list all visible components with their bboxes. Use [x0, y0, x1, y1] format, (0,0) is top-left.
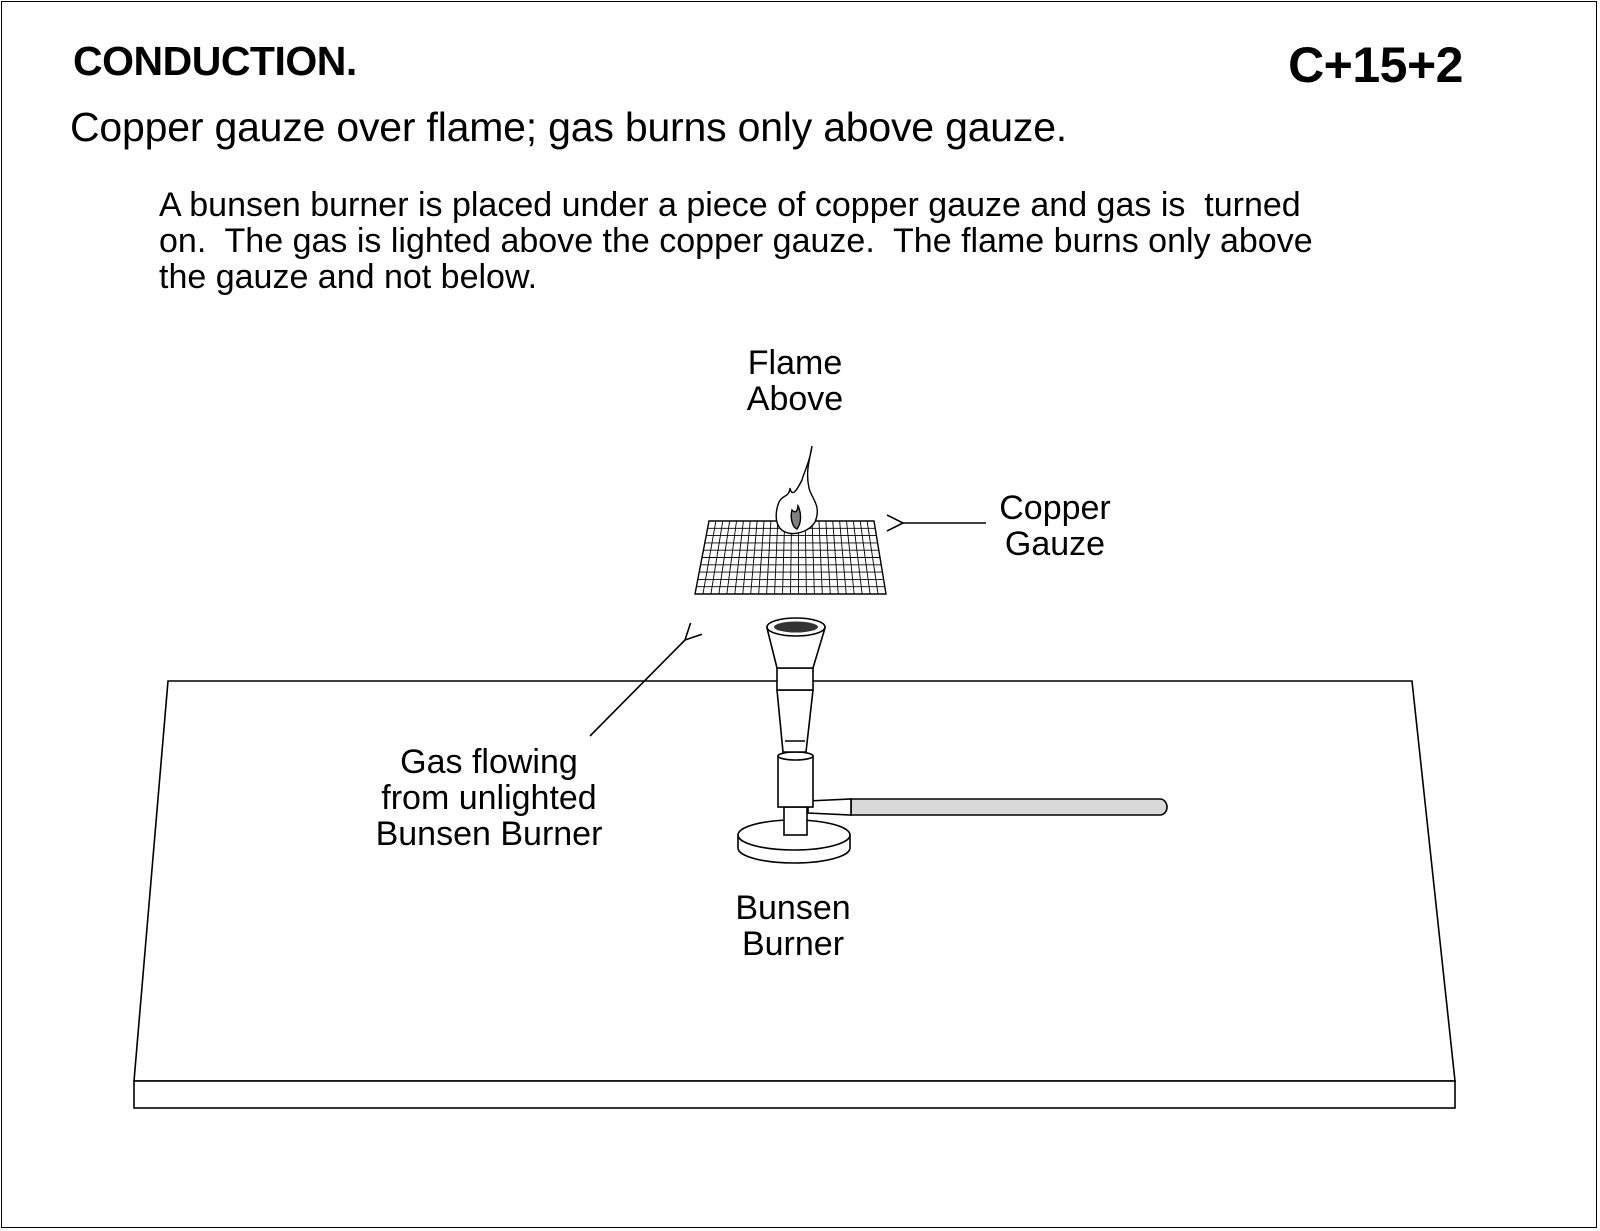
label-bunsen-burner: Bunsen Burner — [713, 890, 873, 962]
description-line: A bunsen burner is placed under a piece … — [159, 186, 1301, 224]
label-line: Gauze — [1004, 525, 1106, 563]
label-flame-above: Flame Above — [715, 345, 875, 417]
label-gas-flowing: Gas flowing from unlighted Bunsen Burner — [355, 744, 623, 852]
label-line: Copper — [999, 489, 1111, 527]
table-edge — [133, 1080, 1456, 1109]
description-line: the gauze and not below. — [159, 258, 538, 296]
gas-flow-arrow — [589, 622, 703, 737]
description-line: on. The gas is lighted above the copper … — [159, 222, 1313, 260]
label-line: Bunsen — [735, 889, 851, 927]
demo-code: C+15+2 — [1288, 37, 1463, 93]
label-line: from unlighted — [381, 779, 597, 817]
label-line: Flame — [747, 344, 843, 382]
label-line: Bunsen Burner — [375, 815, 603, 853]
burner-collar — [777, 755, 814, 808]
label-copper-gauze: Copper Gauze — [980, 490, 1130, 562]
demo-subtitle: Copper gauze over flame; gas burns only … — [70, 104, 1068, 150]
demo-description: A bunsen burner is placed under a piece … — [159, 187, 1459, 295]
section-title: CONDUCTION. — [73, 38, 357, 84]
label-line: Gas flowing — [400, 743, 578, 781]
label-line: Burner — [741, 925, 845, 963]
flame-above-gauze — [775, 445, 818, 535]
gas-tube — [807, 798, 1168, 816]
table — [133, 680, 1456, 1109]
bunsen-burner — [737, 617, 851, 864]
copper-gauze — [694, 520, 887, 595]
label-line: Above — [746, 380, 844, 418]
